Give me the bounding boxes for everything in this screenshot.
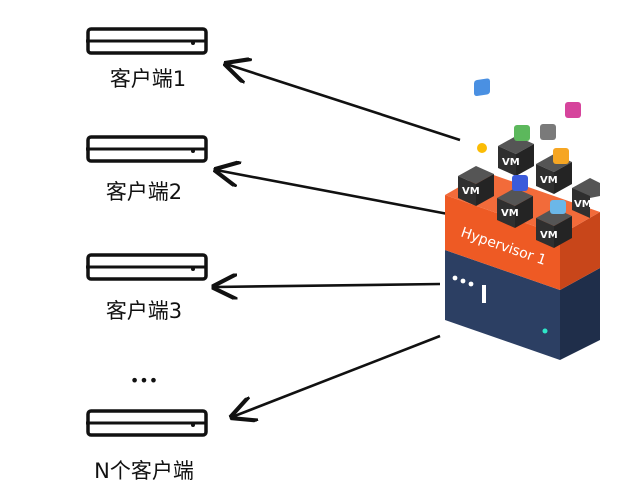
vm-cube: VM bbox=[498, 136, 534, 176]
client-label: 客户端3 bbox=[106, 299, 182, 323]
arrow-2 bbox=[216, 170, 449, 216]
hypervisor-front bbox=[445, 195, 560, 290]
server-unit-icon bbox=[86, 253, 208, 281]
app-icon bbox=[514, 125, 530, 141]
vm-cube: VM bbox=[458, 166, 494, 206]
status-led bbox=[542, 328, 548, 334]
client-n: N个客户端 bbox=[86, 409, 208, 483]
app-icon bbox=[553, 148, 569, 164]
ellipsis: ••• bbox=[130, 371, 158, 390]
server-side bbox=[560, 268, 600, 360]
server-unit-icon bbox=[86, 409, 208, 437]
chrome-icon-center bbox=[477, 143, 487, 153]
vm-cube: VM bbox=[572, 178, 600, 218]
svg-text:VM: VM bbox=[540, 175, 558, 186]
svg-text:VM: VM bbox=[574, 199, 592, 210]
arrow-3 bbox=[214, 284, 441, 287]
server-front bbox=[445, 250, 560, 360]
arrow-1 bbox=[226, 64, 461, 142]
client-2: 客户端2 bbox=[86, 135, 208, 204]
instagram-icon bbox=[565, 102, 581, 118]
svg-text:VM: VM bbox=[540, 230, 558, 241]
client-label: 客户端2 bbox=[106, 180, 182, 204]
svg-text:VM: VM bbox=[462, 186, 480, 197]
client-3: 客户端3 bbox=[86, 253, 208, 323]
client-label: 客户端1 bbox=[110, 67, 186, 91]
facebook-icon bbox=[512, 175, 528, 191]
server-unit-icon bbox=[86, 135, 208, 163]
app-icon bbox=[550, 200, 566, 214]
client-label: N个客户端 bbox=[94, 459, 194, 483]
app-icon bbox=[540, 124, 556, 140]
server-unit-icon bbox=[86, 27, 208, 55]
svg-text:VM: VM bbox=[502, 157, 520, 168]
hypervisor-server: Hypervisor 1 VM VM VM VM bbox=[445, 78, 600, 360]
svg-text:VM: VM bbox=[501, 208, 519, 219]
vm-cube: VM bbox=[497, 188, 533, 228]
power-slot bbox=[482, 285, 486, 303]
vm-cube: VM bbox=[536, 154, 572, 194]
arrow-n bbox=[232, 334, 441, 417]
client-1: 客户端1 bbox=[86, 27, 208, 91]
chrome-icon bbox=[474, 78, 490, 96]
